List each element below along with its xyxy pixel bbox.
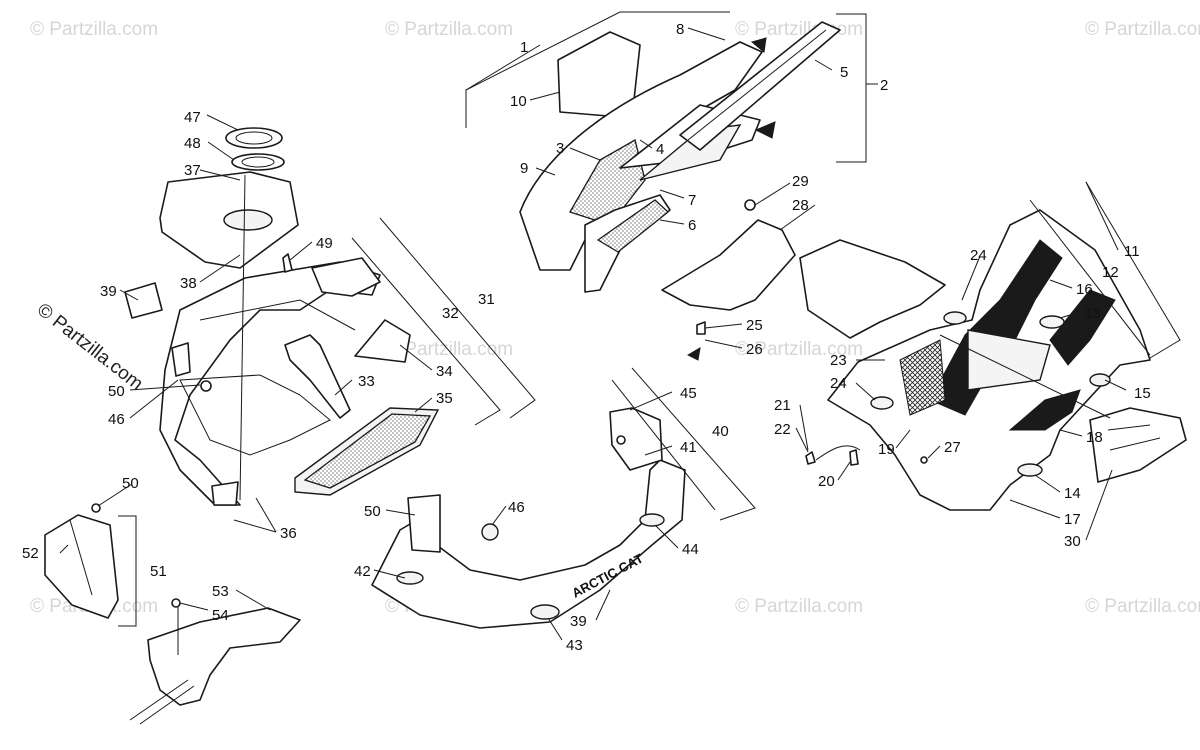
bracket-lines <box>118 11 1181 627</box>
callout-24b: 24 <box>830 375 847 392</box>
callout-34: 34 <box>436 363 453 380</box>
callout-26: 26 <box>746 341 763 358</box>
callout-10: 10 <box>510 93 527 110</box>
callout-43: 43 <box>566 637 583 654</box>
callout-29: 29 <box>792 173 809 190</box>
callout-28: 28 <box>792 197 809 214</box>
callout-50: 50 <box>108 383 125 400</box>
watermark-diagonal: © Partzilla.com <box>33 299 147 394</box>
callout-8: 8 <box>676 21 684 38</box>
callout-15: 15 <box>1134 385 1151 402</box>
callout-19: 19 <box>878 441 895 458</box>
callout-53: 53 <box>212 583 229 600</box>
callout-37: 37 <box>184 162 201 179</box>
callout-3: 3 <box>556 140 564 157</box>
callout-54: 54 <box>212 607 229 624</box>
hood-frame-assembly <box>124 127 440 506</box>
callout-20: 20 <box>818 473 835 490</box>
callout-33: 33 <box>358 373 375 390</box>
callout-22: 22 <box>774 421 791 438</box>
watermark: © Partzilla.com <box>385 19 513 40</box>
callout-50c: 50 <box>364 503 381 520</box>
callout-24: 24 <box>970 247 987 264</box>
callout-13: 13 <box>1084 305 1101 322</box>
callout-44: 44 <box>682 541 699 558</box>
callout-46: 46 <box>108 411 125 428</box>
callout-27: 27 <box>944 439 961 456</box>
callout-14: 14 <box>1064 485 1081 502</box>
callout-17: 17 <box>1064 511 1081 528</box>
watermark: © Partzilla.com <box>1085 596 1200 617</box>
watermark: © Partzilla.com <box>735 19 863 40</box>
callout-52: 52 <box>22 545 39 562</box>
callout-6: 6 <box>688 217 696 234</box>
callout-30: 30 <box>1064 533 1081 550</box>
callout-18: 18 <box>1086 429 1103 446</box>
callout-46b: 46 <box>508 499 525 516</box>
lower-left-panels <box>44 514 301 725</box>
callout-48: 48 <box>184 135 201 152</box>
callout-32: 32 <box>442 305 459 322</box>
callout-36: 36 <box>280 525 297 542</box>
callout-35: 35 <box>436 390 453 407</box>
watermark: © Partzilla.com <box>30 19 158 40</box>
callout-51: 51 <box>150 563 167 580</box>
callout-12: 12 <box>1102 264 1119 281</box>
watermark: © Partzilla.com <box>735 596 863 617</box>
callout-47: 47 <box>184 109 201 126</box>
callout-2: 2 <box>880 77 888 94</box>
callout-9: 9 <box>520 160 528 177</box>
leader-lines <box>59 27 1127 641</box>
callout-31: 31 <box>478 291 495 308</box>
callout-42: 42 <box>354 563 371 580</box>
callout-23: 23 <box>830 352 847 369</box>
side-panel-assembly <box>661 209 1187 511</box>
callout-50b: 50 <box>122 475 139 492</box>
callout-21: 21 <box>774 397 791 414</box>
callout-41: 41 <box>680 439 697 456</box>
callout-49: 49 <box>316 235 333 252</box>
callout-11: 11 <box>1124 243 1140 260</box>
watermark: © Partzilla.com <box>385 339 513 360</box>
callout-38: 38 <box>180 275 197 292</box>
callout-7: 7 <box>688 192 696 209</box>
callout-16: 16 <box>1076 281 1093 298</box>
callout-25: 25 <box>746 317 763 334</box>
callout-1: 1 <box>520 39 528 56</box>
callout-4: 4 <box>656 141 664 158</box>
watermark: © Partzilla.com <box>1085 19 1200 40</box>
callout-39: 39 <box>100 283 117 300</box>
callout-labels: 1 2 3 4 5 6 7 8 9 10 11 12 13 14 15 16 1… <box>22 21 1151 654</box>
watermark: © Partzilla.com <box>735 339 863 360</box>
callout-45: 45 <box>680 385 697 402</box>
callout-5: 5 <box>840 64 848 81</box>
windshield-assembly <box>519 21 841 293</box>
callout-40: 40 <box>712 423 729 440</box>
callout-39b: 39 <box>570 613 587 630</box>
hardware <box>91 199 928 608</box>
